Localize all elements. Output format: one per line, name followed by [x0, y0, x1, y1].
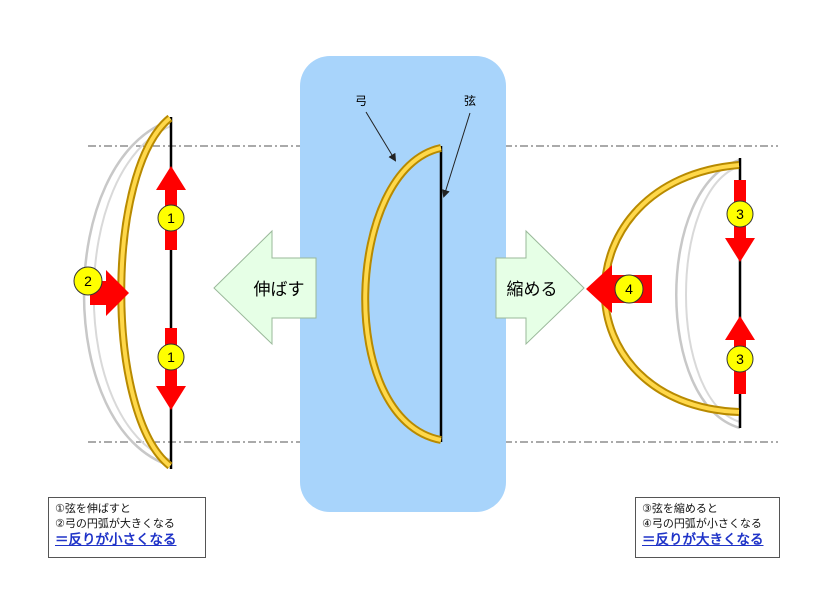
- shrink-label: 縮める: [507, 280, 558, 300]
- note-right-result: ＝反りが大きくなる: [642, 532, 764, 548]
- stretch-label: 伸ばす: [254, 280, 305, 300]
- left-bow: [117, 114, 173, 470]
- svg-text:4: 4: [625, 281, 633, 297]
- svg-text:3: 3: [736, 206, 744, 222]
- note-left-line2: ②弓の円弧が大きくなる: [55, 517, 175, 530]
- right-ghost-arc-2: [685, 165, 741, 423]
- svg-text:1: 1: [167, 349, 175, 365]
- marker-4: 4: [614, 274, 644, 304]
- note-box-right: ③弦を縮めると ④弓の円弧が小さくなる ＝反りが大きくなる: [635, 497, 780, 558]
- svg-text:1: 1: [167, 210, 175, 226]
- svg-text:3: 3: [736, 351, 744, 367]
- note-right-line2: ④弓の円弧が小さくなる: [642, 517, 762, 530]
- string-label: 弦: [464, 93, 476, 108]
- right-group: 3 3 4: [586, 158, 755, 430]
- marker-2: 2: [73, 266, 103, 296]
- string-leader: [441, 112, 471, 198]
- shrink-arrow: 縮める: [495, 229, 585, 346]
- marker-1-top: 1: [157, 204, 185, 232]
- svg-text:2: 2: [84, 273, 92, 289]
- center-panel: [300, 56, 506, 512]
- bow-leader: [365, 111, 397, 162]
- marker-3-bottom: 3: [726, 345, 754, 373]
- bow-label: 弓: [355, 94, 367, 108]
- note-left-result: ＝反りが小さくなる: [55, 532, 177, 548]
- center-group: 弓 弦: [355, 93, 476, 444]
- stretch-arrow: 伸ばす: [213, 229, 317, 346]
- note-left-line1: ①弦を伸ばすと: [55, 502, 131, 515]
- left-group: 1 1 2: [73, 114, 186, 470]
- marker-1-bottom: 1: [157, 343, 185, 371]
- note-right-line1: ③弦を縮めると: [642, 502, 718, 515]
- marker-3-top: 3: [726, 200, 754, 228]
- note-box-left: ①弦を伸ばすと ②弓の円弧が大きくなる ＝反りが小さくなる: [48, 497, 206, 558]
